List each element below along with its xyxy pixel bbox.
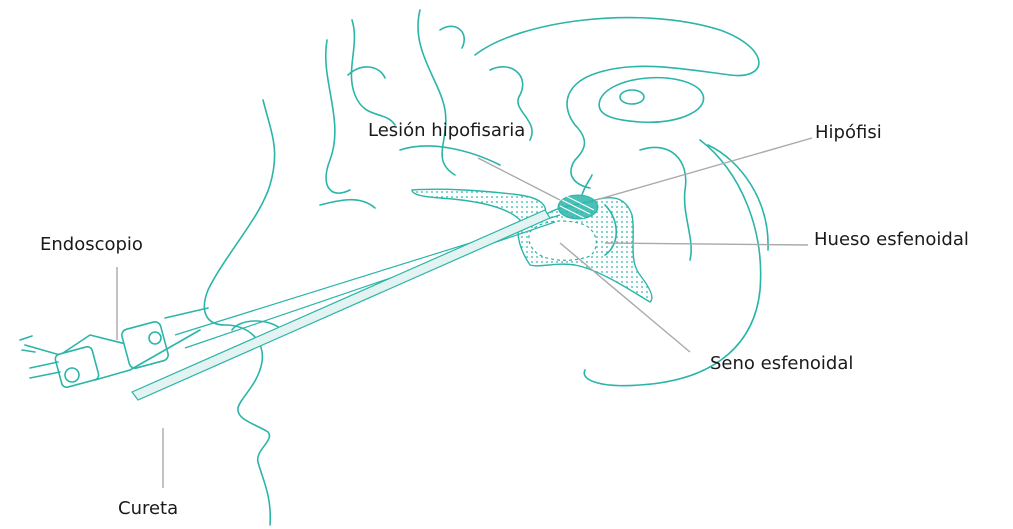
ventricle-inner — [620, 90, 644, 104]
brain-fold-2 — [351, 20, 395, 125]
occipital-curve — [708, 145, 768, 250]
brain-fold-5 — [440, 26, 464, 48]
brain — [320, 10, 768, 386]
ventricle-outline — [599, 78, 703, 123]
pituitary-lesion — [558, 175, 598, 219]
brain-fold-8 — [320, 200, 375, 208]
brain-fold-3 — [418, 10, 455, 175]
face-profile — [204, 100, 274, 525]
label-seno: Seno esfenoidal — [710, 355, 853, 373]
label-endoscopio: Endoscopio — [40, 236, 143, 254]
brain-fold-4 — [348, 67, 385, 78]
label-hueso: Hueso esfenoidal — [814, 231, 969, 249]
label-hipofisis: Hipófisi — [815, 124, 882, 142]
leader-hipofisis — [596, 138, 812, 200]
label-lesion: Lesión hipofisaria — [368, 122, 525, 140]
leader-hueso — [605, 243, 808, 245]
curette-shaft — [132, 210, 550, 400]
label-cureta: Cureta — [118, 500, 178, 518]
brain-fold-1 — [326, 40, 350, 193]
